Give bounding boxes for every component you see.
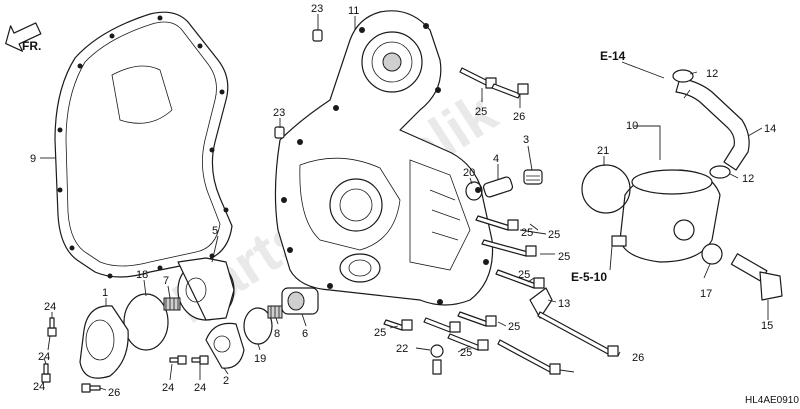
o-ring [581,164,631,214]
dowel-pin [274,29,323,139]
part-label: 12 [742,173,754,185]
oil-joint [482,176,514,198]
reference-label-e510: E-5-10 [571,270,607,284]
part-label: 25 [460,347,472,359]
flange-bolts [41,67,619,393]
oil-cooler [611,169,721,263]
part-label: 23 [311,3,323,15]
right-crankcase-cover [274,10,494,306]
part-label: 21 [597,145,609,157]
part-label: 17 [700,288,712,300]
part-label: 7 [163,275,169,287]
part-label: 3 [523,134,529,146]
hose-bracket [529,287,553,319]
part-label: 11 [348,5,359,17]
part-label: 24 [33,381,45,393]
valve-spring [267,305,283,319]
part-label: 4 [493,153,499,165]
part-label: 2 [223,375,229,387]
oil-filter-cover [79,305,129,379]
plug-washer [430,344,444,358]
part-label: 24 [44,301,56,313]
part-label: 26 [108,387,120,399]
part-label: 26 [513,111,525,123]
part-label: 1 [102,287,108,299]
part-label: 8 [274,328,280,340]
part-label: 24 [162,382,174,394]
reference-label-e14: E-14 [600,49,626,63]
oil-filter [177,257,235,321]
o-ring-small [465,181,483,201]
drain-plug [432,359,442,375]
sealing-washer [701,243,723,265]
part-label: 19 [254,353,266,365]
part-label: 5 [212,225,218,237]
oil-cooler-bolt [730,253,783,301]
sealing-plug [523,169,543,185]
oil-cooler-hose [672,69,750,179]
part-label: 6 [302,328,308,340]
part-label: 25 [548,229,560,241]
part-label: 13 [558,298,570,310]
part-label: 23 [273,107,285,119]
part-label: 14 [764,123,776,135]
leader-lines [40,14,769,391]
part-label: 25 [518,269,530,281]
part-label: 25 [521,227,533,239]
front-direction-label: FR. [22,39,41,53]
part-label: 25 [558,251,570,263]
part-label: 12 [706,68,718,80]
part-label: 25 [374,327,386,339]
part-label: 24 [194,382,206,394]
part-label: 15 [761,320,773,332]
front-direction-arrow: FR. [5,22,42,53]
part-label: 24 [38,351,50,363]
part-label: 18 [136,269,148,281]
gasket [54,11,233,279]
diagram-code: HL4AE0910 [745,395,799,406]
part-label: 9 [30,153,36,165]
part-label: 20 [463,167,475,179]
filter-o-ring [123,293,169,351]
part-number-labels: 23 11 12 25 26 23 10 14 9 3 4 21 20 12 2… [30,3,776,399]
part-label: 25 [475,106,487,118]
part-label: 26 [632,352,644,364]
relief-spring [163,297,181,311]
relief-valve [205,322,245,369]
part-label: 25 [508,321,520,333]
part-label: 22 [396,343,408,355]
oil-collar [281,287,319,315]
part-label: 10 [626,120,638,132]
